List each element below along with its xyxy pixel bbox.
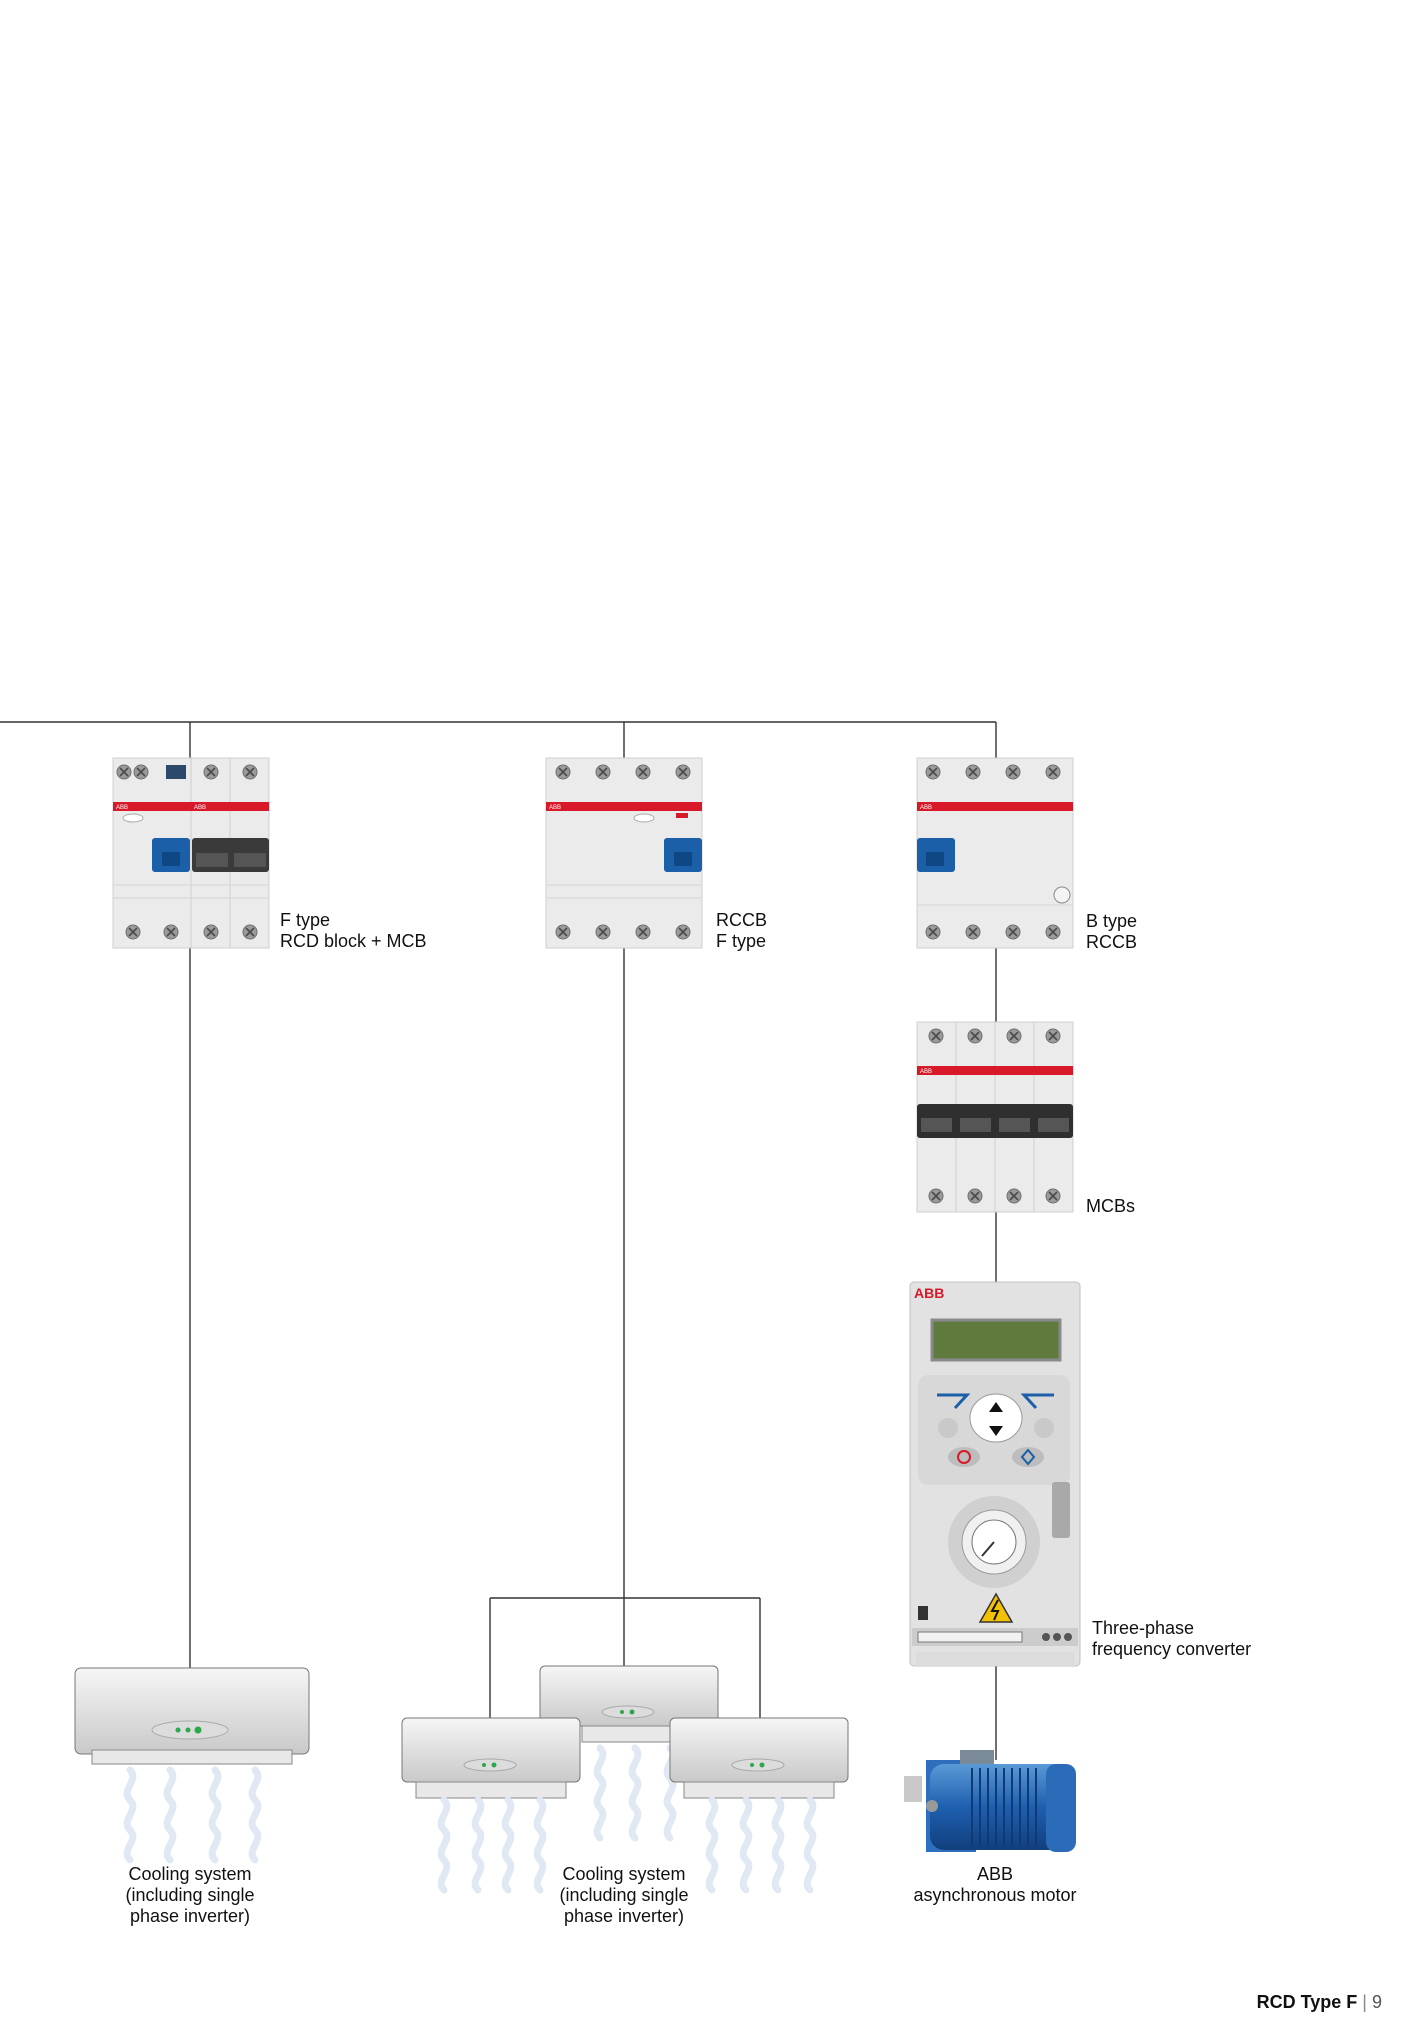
rccb-b-type: ABB <box>916 757 1074 949</box>
wiring-lines <box>0 721 997 1760</box>
rcd-block-mcb: ABB ABB <box>112 757 270 949</box>
label-line: asynchronous motor <box>913 1885 1077 1905</box>
footer-separator: | <box>1362 1992 1367 2012</box>
label-rccb-f-type: RCCB F type <box>716 910 767 952</box>
label-asynchronous-motor: ABB asynchronous motor <box>890 1864 1100 1906</box>
page-footer: RCD Type F | 9 <box>1257 1992 1382 2013</box>
label-line: RCCB <box>716 910 768 930</box>
svg-text:ABB: ABB <box>549 805 561 811</box>
label-mcbs: MCBs <box>1086 1196 1135 1217</box>
label-line: phase inverter) <box>563 1906 685 1926</box>
cooling-system-2 <box>401 1665 849 1890</box>
label-line: (including single <box>559 1885 689 1905</box>
mcbs: ABB <box>916 1021 1074 1213</box>
label-frequency-converter: Three-phase frequency converter <box>1092 1618 1251 1660</box>
label-line: (including single <box>125 1885 255 1905</box>
svg-text:ABB: ABB <box>920 805 932 811</box>
cooling-system-1 <box>74 1667 310 1860</box>
svg-text:ABB: ABB <box>920 1069 932 1075</box>
page-number: 9 <box>1371 1992 1382 2012</box>
label-line: Cooling system <box>128 1864 252 1884</box>
svg-text:ABB: ABB <box>194 805 206 811</box>
asynchronous-motor <box>904 1750 1076 1852</box>
converter-brand: ABB <box>914 1285 944 1301</box>
label-rccb-b-type: B type RCCB <box>1086 911 1137 953</box>
label-line: B type <box>1086 911 1138 931</box>
label-line: Cooling system <box>562 1864 686 1884</box>
label-line: RCD block + MCB <box>280 931 427 951</box>
cooling-unit-back <box>539 1665 719 1838</box>
label-line: frequency converter <box>1092 1639 1252 1659</box>
label-cooling-system-1: Cooling system (including single phase i… <box>90 1864 290 1927</box>
footer-title: RCD Type F <box>1256 1992 1358 2012</box>
label-line: phase inverter) <box>129 1906 251 1926</box>
label-line: MCBs <box>1086 1196 1135 1216</box>
label-line: F type <box>280 910 331 930</box>
frequency-converter: ABB <box>909 1281 1081 1667</box>
cooling-unit-left <box>401 1717 581 1890</box>
cooling-unit-right <box>669 1717 849 1890</box>
rccb-f-type: ABB <box>545 757 703 949</box>
label-line: F type <box>716 931 767 951</box>
label-cooling-system-2: Cooling system (including single phase i… <box>524 1864 724 1927</box>
label-line: ABB <box>976 1864 1014 1884</box>
label-line: Three-phase <box>1092 1618 1195 1638</box>
svg-text:ABB: ABB <box>116 805 128 811</box>
label-rcd-block-mcb: F type RCD block + MCB <box>280 910 427 952</box>
label-line: RCCB <box>1086 932 1138 952</box>
